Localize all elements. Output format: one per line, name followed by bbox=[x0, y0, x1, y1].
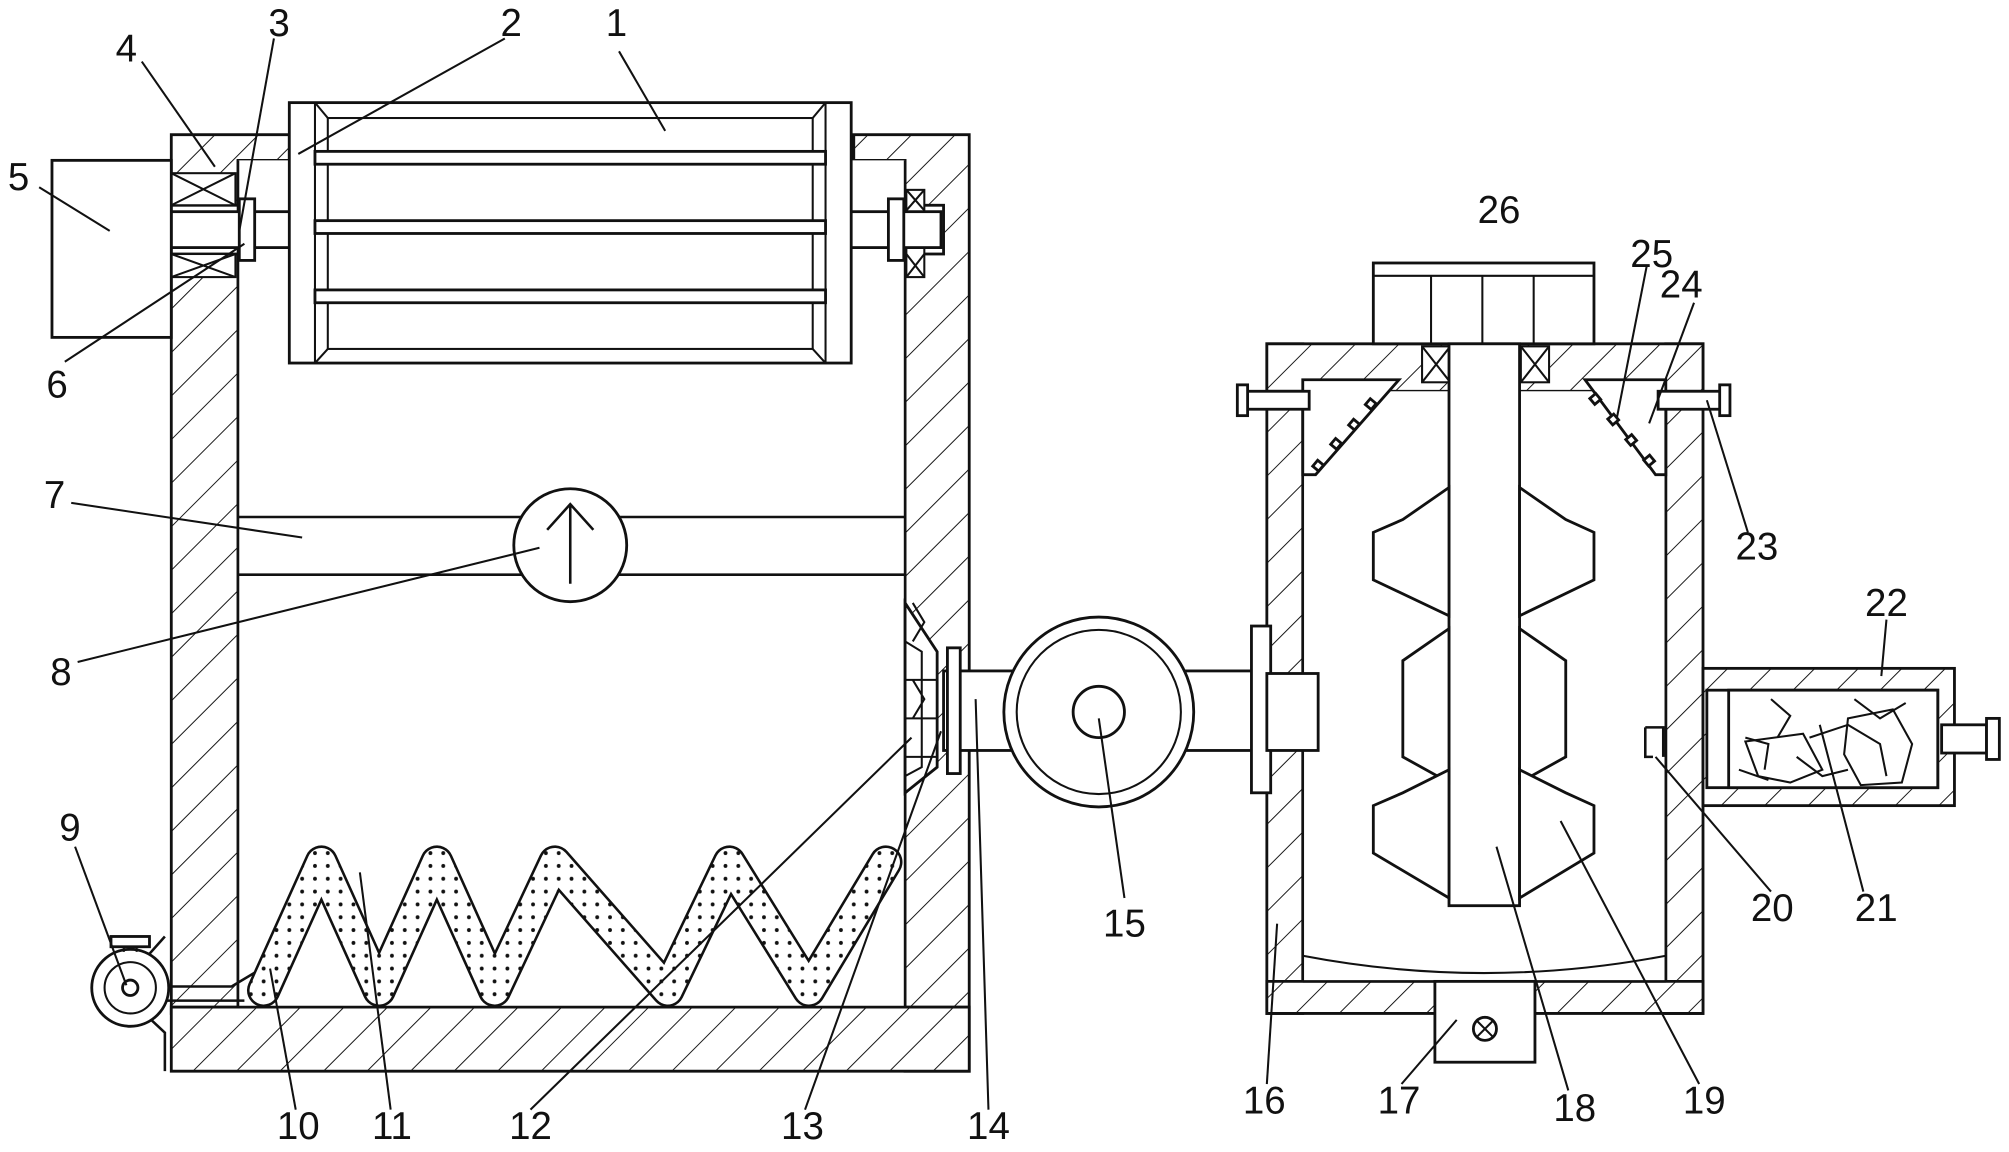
label-8: 8 bbox=[50, 651, 71, 694]
spray-pipe-right bbox=[1582, 378, 1732, 477]
perforated-aeration-tube bbox=[246, 845, 903, 1008]
right-tank-right-wall bbox=[1664, 342, 1705, 1015]
label-26: 26 bbox=[1478, 189, 1521, 232]
label-23: 23 bbox=[1735, 525, 1778, 568]
drain-valve bbox=[1433, 979, 1537, 1064]
label-25: 25 bbox=[1630, 233, 1673, 276]
leader-lines bbox=[38, 37, 1888, 1111]
label-15: 15 bbox=[1103, 902, 1146, 945]
stirring-motor bbox=[1371, 261, 1596, 346]
label-7: 7 bbox=[44, 474, 65, 517]
transfer-pump bbox=[1002, 615, 1196, 809]
label-6: 6 bbox=[46, 364, 67, 407]
label-17: 17 bbox=[1378, 1080, 1421, 1123]
outlet-filter bbox=[903, 598, 939, 796]
fan bbox=[512, 487, 629, 604]
label-3: 3 bbox=[268, 2, 289, 45]
left-tank-bottom bbox=[169, 1005, 971, 1073]
label-11: 11 bbox=[372, 1105, 412, 1148]
air-pump bbox=[90, 935, 171, 1028]
bottom-sieve bbox=[1302, 954, 1667, 975]
motor bbox=[50, 158, 173, 339]
stirring-shaft bbox=[1447, 342, 1521, 908]
label-22: 22 bbox=[1865, 582, 1908, 625]
spray-pipe-left bbox=[1235, 378, 1403, 477]
right-tank bbox=[1235, 261, 2001, 1064]
label-18: 18 bbox=[1553, 1087, 1596, 1130]
callout-labels: 1 2 3 4 5 6 7 8 9 10 11 12 13 14 15 16 1… bbox=[8, 2, 1908, 1148]
label-4: 4 bbox=[116, 28, 137, 71]
air-pipe bbox=[141, 970, 258, 988]
shaft-collar-right bbox=[886, 197, 906, 262]
label-10: 10 bbox=[277, 1105, 320, 1148]
filter-box bbox=[1701, 666, 2001, 808]
stirring-blades bbox=[1371, 484, 1596, 901]
shaft-collar-left bbox=[237, 197, 257, 262]
label-2: 2 bbox=[501, 2, 522, 45]
label-24: 24 bbox=[1660, 264, 1703, 307]
outlet-hook bbox=[1644, 726, 1665, 759]
label-21: 21 bbox=[1855, 887, 1898, 930]
label-5: 5 bbox=[8, 156, 29, 199]
label-20: 20 bbox=[1751, 887, 1794, 930]
label-14: 14 bbox=[967, 1105, 1010, 1148]
label-1: 1 bbox=[606, 2, 627, 45]
label-9: 9 bbox=[59, 806, 80, 849]
label-16: 16 bbox=[1243, 1080, 1286, 1123]
label-13: 13 bbox=[781, 1105, 824, 1148]
crushing-roller bbox=[287, 101, 853, 365]
label-19: 19 bbox=[1683, 1080, 1726, 1123]
left-tank bbox=[50, 101, 971, 1073]
label-12: 12 bbox=[509, 1105, 552, 1148]
